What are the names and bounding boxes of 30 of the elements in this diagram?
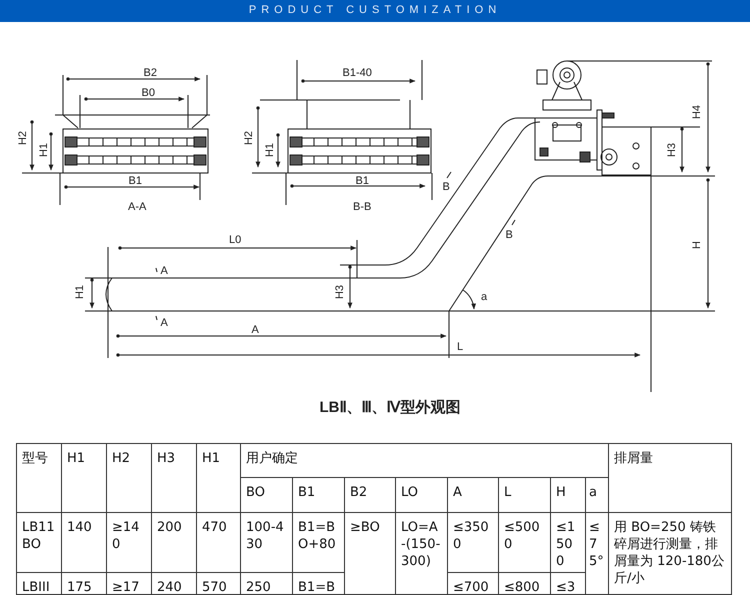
dimension-label: A — [252, 324, 259, 336]
dimension-label: B1 — [356, 175, 369, 187]
section-mark-label: A — [160, 265, 168, 277]
dimension-label: H2 — [17, 130, 30, 146]
dimension-label: B2 — [144, 67, 157, 79]
dimension-label: L0 — [229, 234, 242, 246]
dimension-label: H1 — [264, 142, 276, 158]
angle-label: a — [481, 291, 488, 303]
table-cell: LBIII — [16, 572, 62, 595]
dimension-label: B1-40 — [342, 67, 372, 79]
dimension-label: H4 — [691, 104, 704, 120]
section-label: A-A — [128, 201, 146, 213]
dimension-label: H1 — [38, 142, 50, 158]
dimension-label: H3 — [666, 142, 678, 158]
dimension-label: H2 — [243, 130, 256, 146]
table-cell: 用 BO=250 铸铁碎屑进行测量，排屑量为 120-180公斤/小 — [608, 512, 732, 595]
drawing-caption: LBⅡ、Ⅲ、Ⅳ型外观图 — [318, 398, 462, 417]
section-mark-label: A — [160, 317, 168, 329]
dimension-label: B1 — [128, 175, 142, 187]
section-mark-label: B — [442, 181, 450, 193]
dimension-label: H3 — [334, 284, 346, 300]
section-mark-label: B — [506, 229, 513, 241]
dimension-label: B0 — [142, 87, 155, 99]
dimension-label: H — [690, 241, 703, 249]
table-header-cell: 排屑量 — [608, 443, 732, 513]
dimension-label: L — [457, 341, 464, 353]
table-header-cell: 型号 — [16, 443, 62, 513]
dimension-label: H1 — [74, 284, 86, 300]
header-title: PRODUCT CUSTOMIZATION — [248, 4, 502, 16]
section-label: B-B — [353, 201, 372, 213]
